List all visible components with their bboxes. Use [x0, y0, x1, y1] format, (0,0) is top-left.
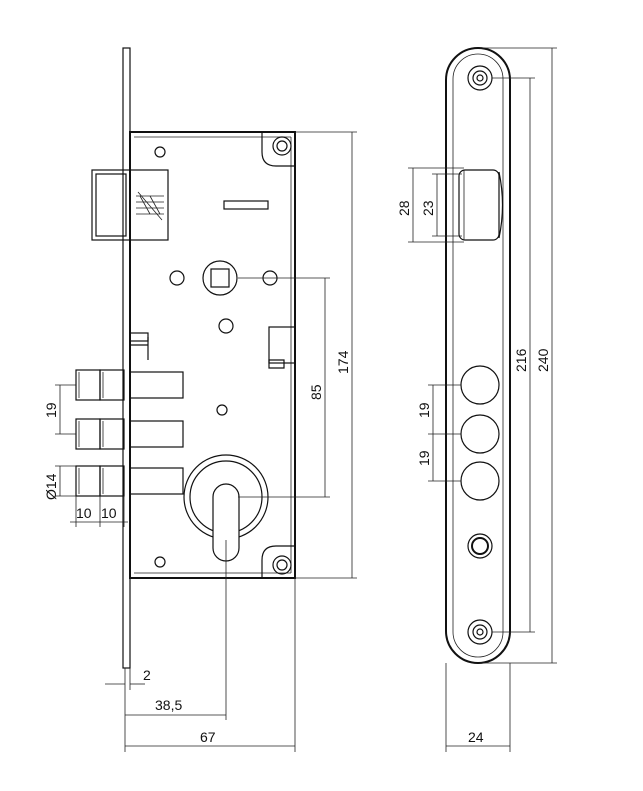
faceplate-bolt-hole-1 — [460, 365, 500, 405]
faceplate-bolt-hole-3 — [460, 461, 500, 501]
latch-bolt — [91, 169, 169, 241]
dim-faceplate-height: 240 — [535, 348, 551, 372]
dim-bolt-step-1: 10 — [76, 505, 92, 521]
dim-hole-pitch-1: 19 — [416, 402, 432, 418]
rivet-hole — [154, 556, 166, 568]
dim-hole-pitch-2: 19 — [416, 450, 432, 466]
dim-latch-outer: 28 — [396, 200, 412, 216]
deadbolt-1 — [75, 369, 184, 401]
dim-faceplate-width: 24 — [468, 729, 484, 745]
deadbolt-3 — [75, 465, 184, 497]
dim-case-width: 67 — [200, 729, 216, 745]
dim-latch-inner: 23 — [420, 200, 436, 216]
dimension-annotations: 2 38,5 67 85 174 19 Ø14 10 10 — [43, 47, 557, 752]
dim-bolt-diameter: Ø14 — [43, 473, 59, 500]
rivet-hole — [218, 318, 234, 334]
dim-bolt-step-2: 10 — [101, 505, 117, 521]
dim-backset: 38,5 — [155, 697, 182, 713]
faceplate-screw-bottom — [467, 619, 493, 645]
dim-pin-pitch: 19 — [43, 402, 59, 418]
front-plate — [122, 47, 131, 669]
faceplate-bolt-hole-2 — [460, 414, 500, 454]
dim-screw-distance: 216 — [513, 348, 529, 372]
deadbolt-2 — [75, 418, 184, 450]
faceplate-outline — [445, 47, 511, 664]
mounting-screw-top — [261, 132, 295, 167]
anti-friction-lever — [129, 332, 149, 360]
rivet-hole — [154, 146, 166, 158]
dim-front-plate-offset: 2 — [143, 667, 151, 683]
rivet-hole — [169, 270, 185, 286]
mounting-screw-bottom — [261, 545, 295, 578]
lock-body-side-view — [75, 47, 296, 669]
faceplate-lever-hole — [467, 533, 493, 559]
rivet-hole — [216, 404, 228, 416]
faceplate-front-view — [445, 47, 511, 664]
faceplate-latch-window — [458, 169, 504, 241]
dim-case-height: 174 — [335, 350, 351, 374]
lock-lever — [268, 326, 296, 369]
dim-center-distance: 85 — [308, 384, 324, 400]
slot — [223, 200, 269, 210]
faceplate-screw-top — [467, 65, 493, 91]
handle-follower — [202, 260, 238, 296]
